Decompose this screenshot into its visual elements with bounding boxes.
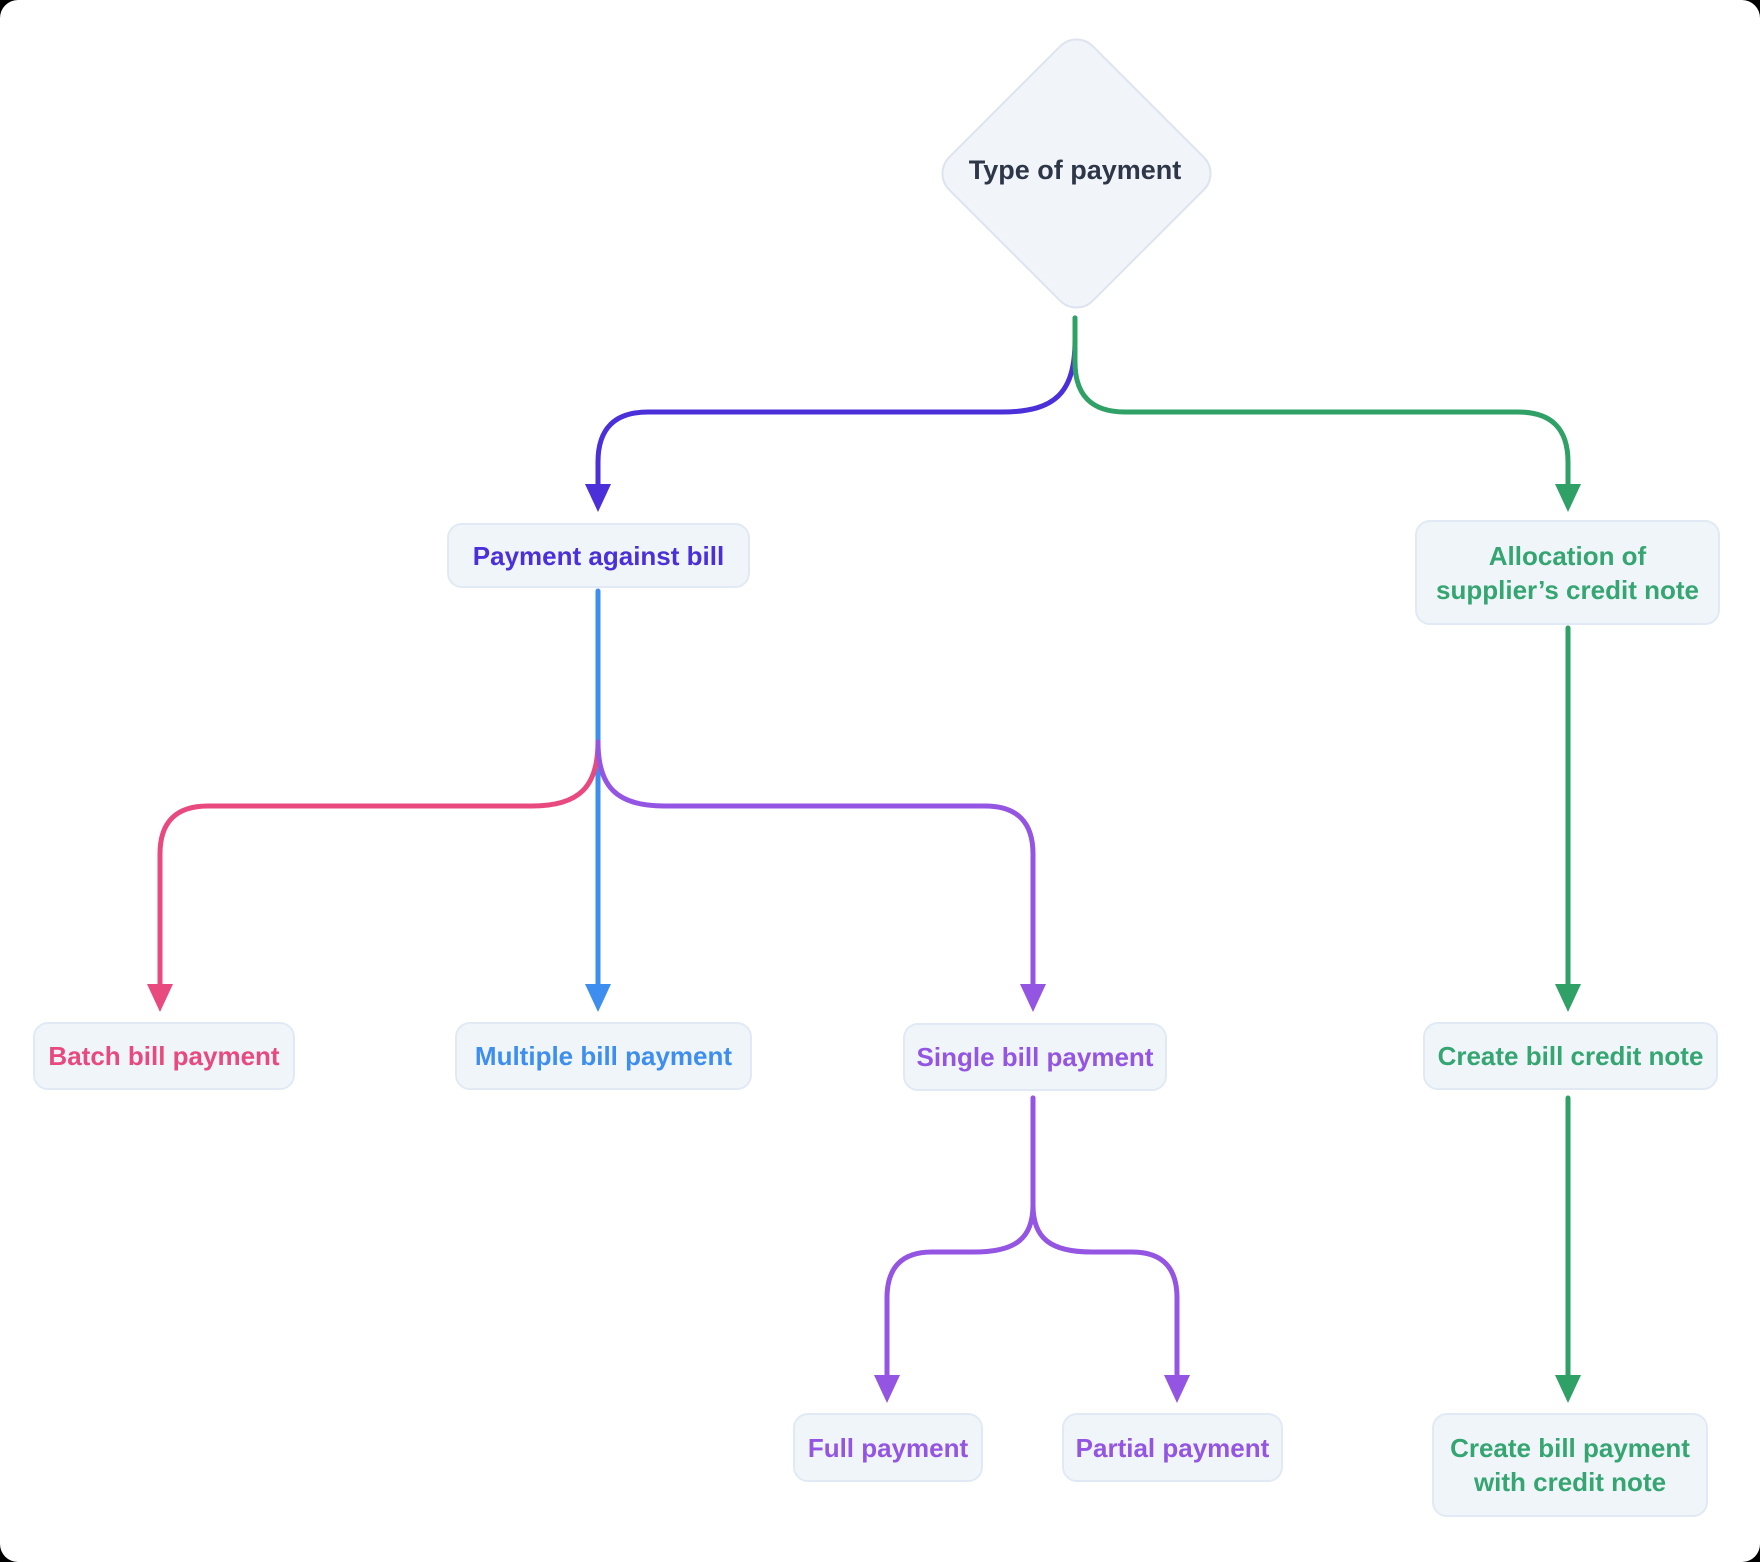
node-create-bill-credit-note: Create bill credit note xyxy=(1423,1022,1718,1090)
node-full-payment: Full payment xyxy=(793,1413,983,1482)
edge-allocation-to-create-bill-credit-note xyxy=(1555,625,1581,1012)
node-type-of-payment-label: Type of payment xyxy=(968,155,1182,185)
edge-payment-against-bill-to-single-bill-payment xyxy=(595,739,1046,1012)
edge-root-to-payment-against-bill xyxy=(585,315,1078,512)
node-batch-bill-payment: Batch bill payment xyxy=(33,1022,295,1090)
edge-payment-against-bill-to-multiple-bill-payment xyxy=(585,588,611,1012)
node-create-bill-payment-with-credit-note: Create bill payment with credit note xyxy=(1432,1413,1708,1517)
edge-single-bill-payment-to-partial-payment xyxy=(1030,1095,1190,1403)
edge-root-to-allocation-credit-note xyxy=(1072,315,1581,512)
edge-single-bill-payment-to-full-payment xyxy=(874,1095,1036,1403)
node-payment-against-bill: Payment against bill xyxy=(447,523,750,588)
edge-payment-against-bill-to-batch-bill-payment xyxy=(147,739,601,1012)
edge-create-bill-credit-note-to-create-bill-payment xyxy=(1555,1095,1581,1403)
node-partial-payment: Partial payment xyxy=(1062,1413,1283,1482)
node-single-bill-payment: Single bill payment xyxy=(903,1023,1167,1091)
node-multiple-bill-payment: Multiple bill payment xyxy=(455,1022,752,1090)
node-allocation-of-suppliers-credit-note: Allocation of supplier’s credit note xyxy=(1415,520,1720,625)
